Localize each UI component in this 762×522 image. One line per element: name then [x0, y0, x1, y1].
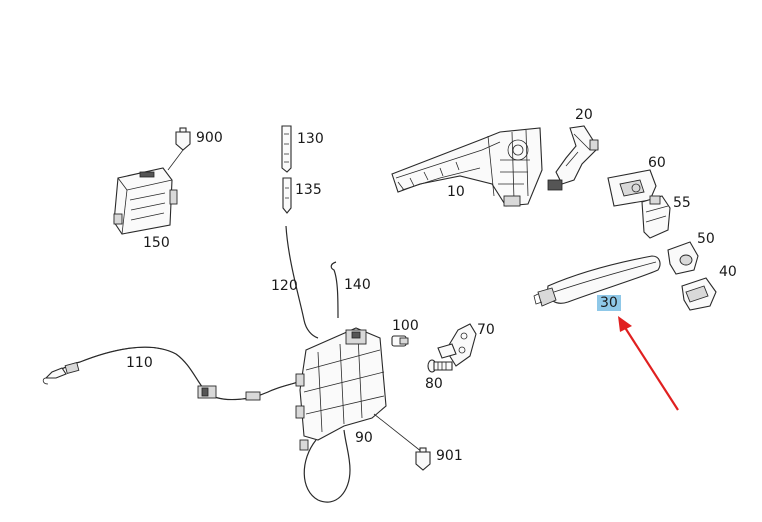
- label-80: 80: [425, 376, 443, 392]
- part-110-bowden-cable[interactable]: [42, 346, 305, 401]
- label-90: 90: [355, 430, 373, 446]
- label-50: 50: [697, 231, 715, 247]
- part-10-handle-carrier[interactable]: [391, 127, 543, 207]
- part-90-door-lock[interactable]: [295, 327, 423, 503]
- label-40: 40: [719, 264, 737, 280]
- label-135: 135: [295, 182, 322, 198]
- label-120: 120: [271, 278, 298, 294]
- part-901-symbol: [415, 447, 431, 471]
- part-150-control-unit[interactable]: [113, 149, 184, 235]
- part-30-door-handle[interactable]: [533, 255, 661, 307]
- part-135-clip[interactable]: [282, 177, 292, 214]
- part-80-bolt[interactable]: [427, 359, 453, 373]
- part-140-rod[interactable]: [330, 261, 339, 319]
- part-100-plug[interactable]: [391, 335, 409, 347]
- label-10: 10: [447, 184, 465, 200]
- label-20: 20: [575, 107, 593, 123]
- part-60-cover[interactable]: [607, 169, 657, 207]
- part-50-end-cap[interactable]: [667, 241, 699, 275]
- part-55-lock-cylinder[interactable]: [641, 195, 671, 239]
- label-110: 110: [126, 355, 153, 371]
- part-40-end-cap[interactable]: [681, 277, 717, 311]
- label-100: 100: [392, 318, 419, 334]
- label-900: 900: [196, 130, 223, 146]
- pointer-arrow: [618, 316, 679, 411]
- label-30-highlighted[interactable]: 30: [597, 295, 621, 311]
- part-70-anchor-plate[interactable]: [437, 323, 477, 367]
- label-150: 150: [143, 235, 170, 251]
- label-70: 70: [477, 322, 495, 338]
- part-20-bracket[interactable]: [547, 125, 599, 191]
- label-55: 55: [673, 195, 691, 211]
- label-130: 130: [297, 131, 324, 147]
- part-120-rod[interactable]: [285, 225, 319, 339]
- label-140: 140: [344, 277, 371, 293]
- part-130-bracket[interactable]: [281, 125, 292, 173]
- part-900-symbol: [175, 127, 191, 151]
- label-60: 60: [648, 155, 666, 171]
- label-901: 901: [436, 448, 463, 464]
